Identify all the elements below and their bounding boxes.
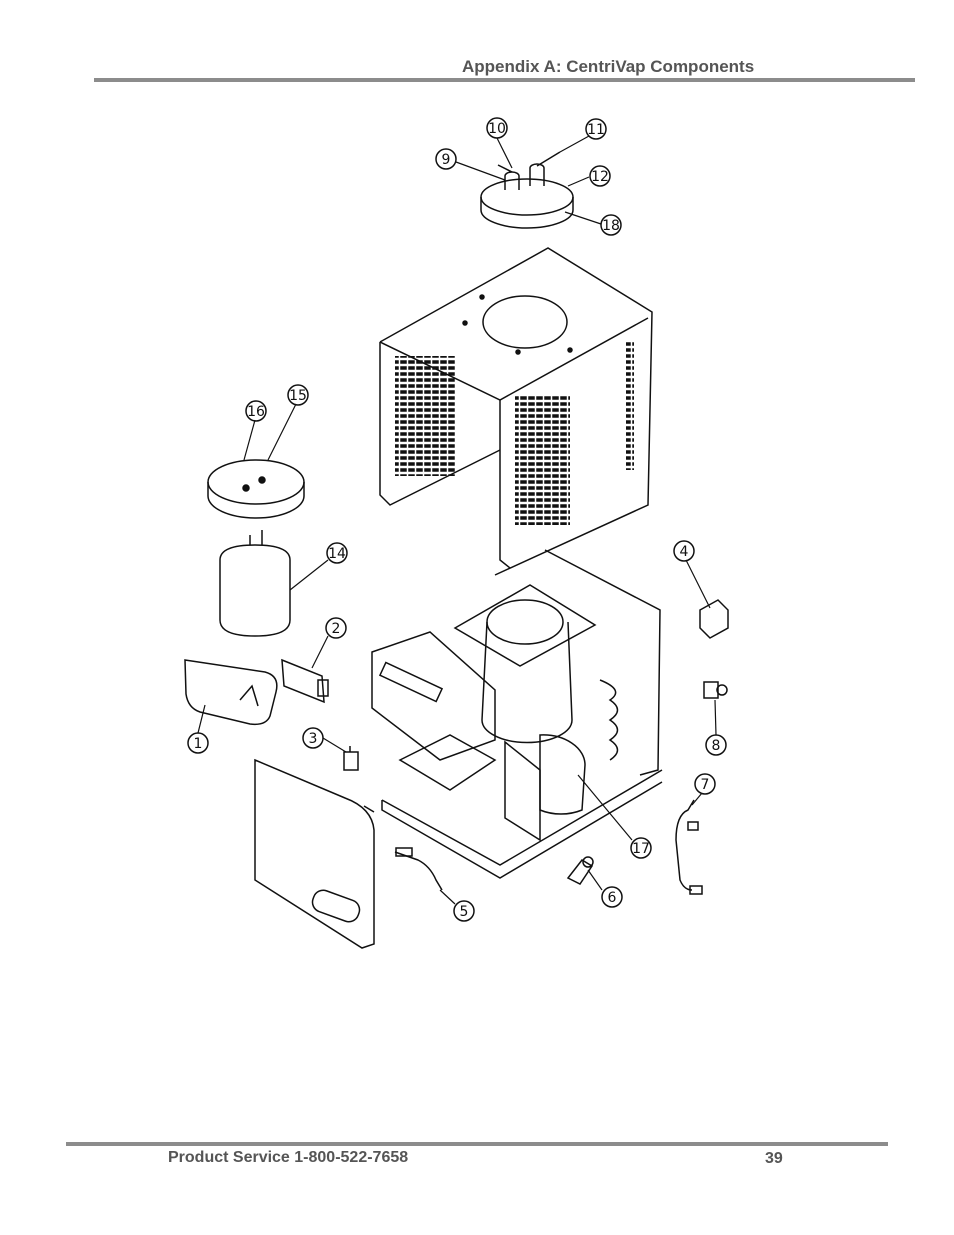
svg-text:8: 8 xyxy=(712,738,721,754)
switch xyxy=(343,746,359,771)
callout-3: 3 xyxy=(302,727,324,749)
svg-text:6: 6 xyxy=(608,890,617,906)
window-panel xyxy=(184,659,278,726)
svg-text:14: 14 xyxy=(328,546,346,562)
bowl-lid xyxy=(207,459,305,519)
cabinet-cover xyxy=(379,247,653,576)
callout-9: 9 xyxy=(435,148,457,170)
svg-text:7: 7 xyxy=(701,777,710,793)
callout-11: 11 xyxy=(585,118,607,140)
lid-assembly xyxy=(480,151,574,229)
header-title: Appendix A: CentriVap Components xyxy=(462,57,755,76)
callout-15: 15 xyxy=(287,384,309,406)
callout-2: 2 xyxy=(325,617,347,639)
page-number: 39 xyxy=(765,1150,783,1167)
callout-17: 17 xyxy=(630,837,652,859)
footer-service-phone: Product Service 1-800-522-7658 xyxy=(168,1149,409,1166)
svg-text:10: 10 xyxy=(488,121,506,137)
relay-box xyxy=(699,599,729,639)
circuit-board xyxy=(281,658,329,704)
callout-10: 10 xyxy=(486,117,508,139)
svg-text:11: 11 xyxy=(587,122,605,138)
callout-5: 5 xyxy=(453,900,475,922)
svg-text:2: 2 xyxy=(332,621,341,637)
svg-text:15: 15 xyxy=(289,388,307,404)
callout-14: 14 xyxy=(326,542,348,564)
callout-18: 18 xyxy=(600,214,622,236)
front-door xyxy=(254,758,375,949)
svg-text:4: 4 xyxy=(680,544,689,560)
sensor-cable xyxy=(394,847,443,891)
svg-text:3: 3 xyxy=(309,731,318,747)
footer-rule xyxy=(66,1142,888,1146)
power-cord xyxy=(675,799,703,895)
callout-7: 7 xyxy=(694,773,716,795)
callout-6: 6 xyxy=(601,886,623,908)
header-rule xyxy=(94,78,915,82)
connector xyxy=(703,681,728,699)
tank xyxy=(219,530,291,637)
svg-text:9: 9 xyxy=(442,152,451,168)
svg-text:1: 1 xyxy=(194,736,203,752)
svg-text:5: 5 xyxy=(460,904,469,920)
valve xyxy=(566,856,594,885)
callout-leaders xyxy=(197,135,717,905)
svg-text:16: 16 xyxy=(247,404,265,420)
callout-4: 4 xyxy=(673,540,695,562)
svg-text:17: 17 xyxy=(632,841,650,857)
svg-text:18: 18 xyxy=(602,218,620,234)
svg-text:12: 12 xyxy=(591,169,609,185)
callout-16: 16 xyxy=(245,400,267,422)
main-chassis xyxy=(371,549,663,879)
callout-8: 8 xyxy=(705,734,727,756)
callout-1: 1 xyxy=(187,732,209,754)
callout-12: 12 xyxy=(589,165,611,187)
